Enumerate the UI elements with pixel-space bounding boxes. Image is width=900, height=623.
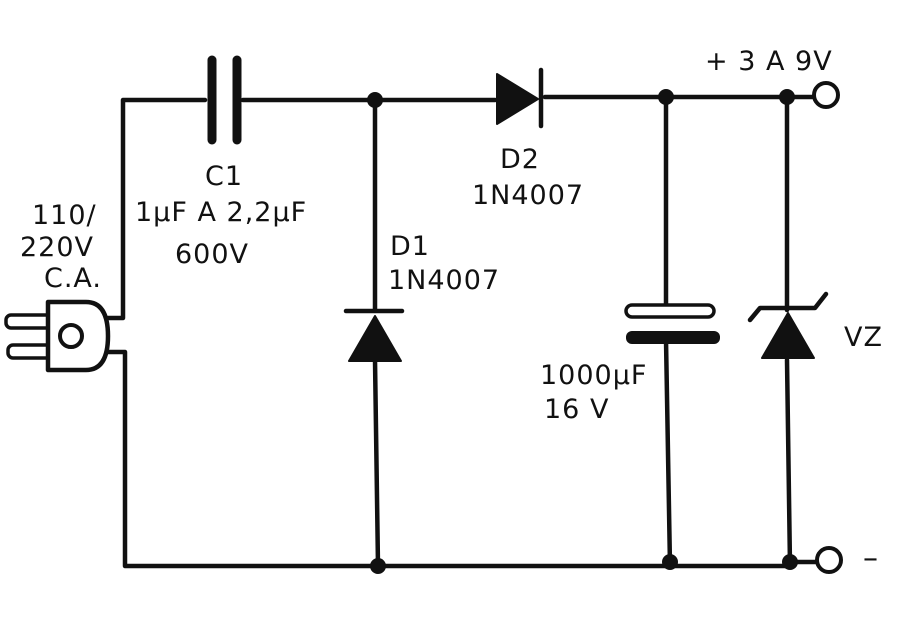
d2-name-label: D2 [500, 144, 540, 175]
input-voltage-line1: 110/ [32, 200, 97, 231]
junction-dots [367, 89, 798, 574]
diode-d1-symbol [343, 308, 405, 362]
output-negative-label: – [863, 541, 879, 576]
wire-zener-lower [784, 357, 793, 569]
capacitor-c1-symbol [207, 55, 242, 145]
output-positive-terminal [812, 81, 840, 109]
input-type-label: C.A. [44, 263, 102, 294]
output-negative-terminal [815, 546, 843, 574]
d1-part-label: 1N4007 [388, 265, 500, 296]
output-positive-label: + 3 A 9V [705, 46, 833, 77]
wires [105, 94, 819, 569]
zener-label: VZ [844, 322, 883, 353]
c2-voltage-label: 16 V [544, 394, 609, 425]
c1-name-label: C1 [205, 161, 243, 192]
zener-diode-symbol [747, 291, 829, 359]
d1-name-label: D1 [390, 231, 430, 262]
junction-c2-bottom [662, 554, 678, 570]
input-voltage-line2: 220V [20, 232, 94, 263]
c2-value-label: 1000µF [540, 360, 647, 391]
junction-d1-top [367, 92, 383, 108]
ac-plug-icon [4, 299, 111, 373]
junction-d1-bottom [370, 558, 386, 574]
wire-d1-lower [372, 357, 381, 569]
d2-part-label: 1N4007 [472, 180, 584, 211]
c1-voltage-label: 600V [175, 239, 249, 270]
capacitor-c2-symbol [624, 303, 720, 344]
diode-d2-symbol [496, 67, 544, 129]
wire-left-upper [105, 97, 208, 321]
wire-c2-lower [663, 337, 673, 569]
junction-zener-top [779, 89, 795, 105]
junction-zener-bottom [782, 554, 798, 570]
wire-left-lower [105, 349, 793, 569]
c1-value-label: 1µF A 2,2µF [135, 197, 307, 228]
junction-c2-top [658, 89, 674, 105]
